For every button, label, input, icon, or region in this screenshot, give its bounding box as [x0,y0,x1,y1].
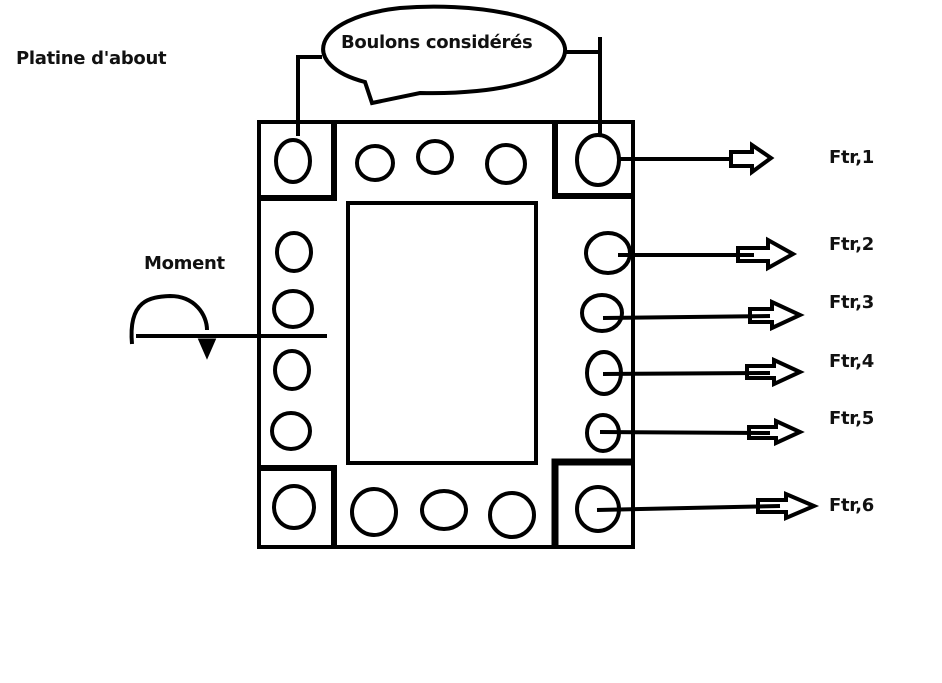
force-label-5: Ftr,5 [829,408,874,429]
bolt [488,491,536,539]
callout-text: Boulons considérés [341,32,533,53]
force-line-6 [596,504,781,512]
force-label-4: Ftr,4 [829,351,874,372]
force-label-2: Ftr,2 [829,234,874,255]
arrow-icon [748,298,805,332]
corner-box-bottom-left [259,465,337,547]
moment-arc [129,293,209,345]
bolt [485,143,527,185]
bolt [420,489,468,531]
corner-box-top-right [552,122,633,199]
bolt [355,144,395,182]
bolt [272,289,314,329]
force-arrows [596,141,820,522]
callout-bubble [321,4,568,106]
force-line-4 [602,371,771,376]
bolt [272,484,316,530]
corner-box-top-left [259,122,337,201]
bolt [416,139,454,175]
bolt [275,231,313,273]
inner-section [346,201,538,465]
corner-box-bottom-right [551,458,633,547]
bolt [580,293,624,333]
arrow-icon [747,417,805,447]
force-label-6: Ftr,6 [829,495,874,516]
arrow-icon [729,141,775,176]
bolt [575,133,621,187]
force-line-3 [602,314,771,320]
moment-arrowhead-icon [197,338,217,360]
force-label-3: Ftr,3 [829,292,874,313]
arrow-icon [756,490,820,522]
force-label-1: Ftr,1 [829,147,874,168]
bolt [350,487,398,537]
callout-leader-left [296,55,322,136]
bolt [274,138,312,184]
bolt [273,349,311,391]
arrow-icon [745,356,805,388]
force-line-5 [599,430,771,435]
arrow-icon [736,236,798,272]
bolt [270,411,312,451]
diagram-title: Platine d'about [16,48,167,69]
moment-label: Moment [144,253,225,274]
callout-leader-right [565,37,602,137]
